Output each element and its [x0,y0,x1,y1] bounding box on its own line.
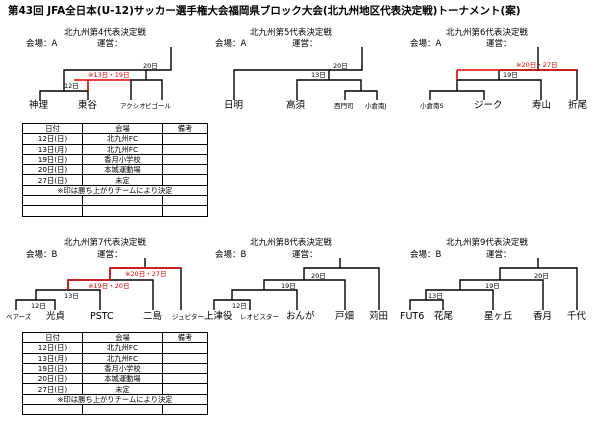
bracket4-team-4: ピゴール [145,102,171,110]
bracket7-r1-date: 12日 [31,302,46,310]
bracket8-team-3: おんが [286,311,315,322]
bracket7-team-3: PSTC [90,311,114,322]
empty-cell [162,205,208,217]
bracket7-operation: 運営： [97,250,123,260]
bracket8-operation: 運営： [292,250,318,260]
b4-line-r1 [39,90,89,100]
bracket8-team-4: 戸畑 [335,311,355,322]
bracket4-venue: 会場：A [26,39,58,49]
schedule-table-2: 日付 会場 備考 12日(日)北九州FC 13日(月)北九州FC 19日(日)香… [22,331,208,416]
bracket9-r2-date: 19日 [485,282,500,290]
bracket6-note: ※20日・27日 [516,61,558,69]
b4-red-line [74,79,131,91]
bracket9-r1-date: 13日 [428,292,443,300]
bracket9-team-2: 花尾 [434,311,454,322]
b4-line-final [63,47,172,91]
bracket5-title: 北九州第5代表決定戦 [250,28,332,38]
b9-line-r3 [459,279,544,310]
bracket7-r2-date: 13日 [64,292,79,300]
bracket9-team-1: FUT6 [400,311,425,322]
bracket6-title: 北九州第6代表決定戦 [446,28,528,38]
bracket7-note-final: ※20日・27日 [125,270,167,278]
bracket5-team-3: 西門司 [334,102,354,110]
bracket6-venue: 会場：A [410,39,442,49]
bracket4-final-date: 20日 [143,62,158,70]
bracket5-final-date: 20日 [333,62,348,70]
bracket5-operation: 運営： [292,39,318,49]
b5-line-r1 [344,90,378,100]
bracket5-venue: 会場：A [215,39,247,49]
bracket6-team-2: ジーク [474,100,503,111]
bracket4-note: ※13日・19日 [88,71,130,79]
bracket8-team-2: レオビスター [240,313,279,321]
b7-line-final [109,267,182,310]
bracket5-team-2: 高須 [286,100,306,111]
bracket9-operation: 運営： [486,250,512,260]
bracket8-venue: 会場：B [215,250,247,260]
b9-line-r1 [409,299,444,310]
b6-line-final [498,69,578,100]
bracket9-team-5: 千代 [567,311,587,322]
page-title: 第43回 JFA全日本(U-12)サッカー選手権大会福岡県ブロック大会(北九州地… [8,5,521,17]
bracket8-team-1: 上津役 [204,311,233,322]
b5-line-r2 [296,79,362,100]
bracket9-title: 北九州第9代表決定戦 [446,238,528,248]
b7-red-line-final [109,267,181,280]
bracket7-team-4: 二島 [143,311,163,322]
bracket8-r2-date: 19日 [281,282,296,290]
bracket7-team-1: ベアーズ [6,313,32,321]
bracket6-team-3: 寿山 [532,100,552,111]
b4-line-r2 [130,79,163,100]
b7-red-line-semi [67,279,110,290]
bracket8-final-date: 20日 [311,272,326,280]
bracket5-team-1: 日明 [224,100,244,111]
b7-line-r3 [67,279,154,310]
bracket6-team-4: 折尾 [568,100,588,111]
b9-line-final [499,267,578,310]
empty-cell [162,404,208,416]
schedule-table-1: 日付 会場 備考 12日(日)北九州FC 13日(月)北九州FC 19日(日)香… [22,122,208,217]
bracket8-title: 北九州第8代表決定戦 [250,238,332,248]
bracket6-operation: 運営： [486,39,512,49]
b7-line-r1 [15,299,56,310]
bracket7-venue: 会場：B [26,250,58,260]
bracket7-note-semi: ※19日・20日 [88,282,130,290]
bracket7-title: 北九州第7代表決定戦 [64,238,146,248]
bracket9-venue: 会場：B [410,250,442,260]
bracket7-team-5: ジュピター [172,313,205,321]
bracket9-final-date: 20日 [534,272,549,280]
b6-red-line [456,69,577,80]
bracket8-r1-date: 12日 [232,302,247,310]
b8-line-r3 [263,279,346,310]
b6-line-r2 [456,79,542,100]
bracket5-team-4: 小倉南J [365,102,387,110]
bracket9-team-4: 香月 [533,311,553,322]
bracket4-team-3: アクシオ [120,102,146,110]
bracket7-team-2: 光貞 [46,311,66,322]
bracket4-r1-date: 12日 [64,82,79,90]
b5-line-final [233,69,330,100]
b6-line-r1 [429,90,485,100]
bracket6-r2-date: 19日 [503,71,518,79]
bracket5-r2-date: 13日 [311,71,326,79]
bracket6-team-1: 小倉南S [420,102,444,110]
bracket4-team-2: 東谷 [78,100,98,111]
bracket4-title: 北九州第4代表決定戦 [64,28,146,38]
b8-line-final [303,267,380,310]
bracket8-team-5: 苅田 [369,311,389,322]
b8-line-r1 [213,299,251,310]
bracket4-team-1: 神理 [29,100,49,111]
bracket9-team-3: 星ヶ丘 [484,311,513,322]
b5-line-top [329,47,363,71]
bracket4-operation: 運営： [97,39,123,49]
